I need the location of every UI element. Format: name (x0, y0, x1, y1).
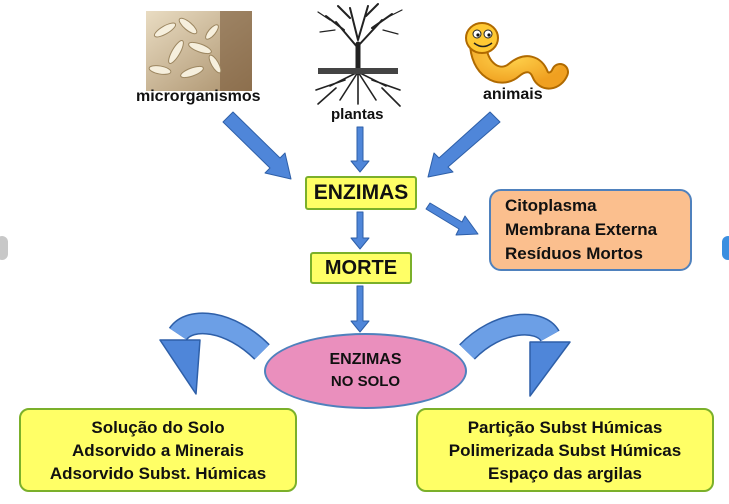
curved-arrow-right (459, 313, 571, 397)
right-line-1: Partição Subst Húmicas (467, 417, 663, 437)
node-morte-label: MORTE (324, 256, 398, 279)
humic-substances-box: Partição Subst Húmicas Polimerizada Subs… (416, 408, 714, 492)
node-enzimas-no-solo: ENZIMAS NO SOLO (264, 333, 467, 409)
label-plants: plantas (331, 106, 384, 123)
cell-line-2: Membrana Externa (505, 220, 658, 239)
worm-image (465, 22, 569, 90)
label-microorganisms: microrganismos (136, 88, 261, 105)
arrow-animals-to-enzimas (427, 111, 501, 178)
arrows (222, 111, 501, 333)
solo-line-1: ENZIMAS (329, 351, 402, 368)
cell-components-box: Citoplasma Membrana Externa Resíduos Mor… (489, 189, 692, 271)
edge-dot-right (722, 236, 729, 260)
microorganisms-image (146, 11, 252, 91)
right-line-2: Polimerizada Subst Húmicas (448, 440, 682, 460)
label-animals: animais (483, 86, 543, 103)
cell-line-3: Resíduos Mortos (505, 244, 643, 263)
curved-arrow-left (159, 312, 270, 395)
solo-line-2: NO SOLO (330, 373, 401, 390)
right-line-3: Espaço das argilas (487, 463, 643, 483)
edge-dot-left (0, 236, 8, 260)
node-morte: MORTE (310, 252, 412, 284)
soil-solution-box: Solução do Solo Adsorvido a Minerais Ads… (19, 408, 297, 492)
left-line-1: Solução do Solo (91, 417, 225, 437)
left-line-3: Adsorvido Subst. Húmicas (49, 463, 267, 483)
node-enzimas: ENZIMAS (305, 176, 417, 210)
arrow-morte-to-solo (350, 285, 370, 333)
arrow-microorganisms-to-enzimas (222, 111, 292, 180)
cell-line-1: Citoplasma (505, 196, 597, 215)
tree-image (315, 3, 403, 107)
arrow-plants-to-enzimas (350, 126, 370, 173)
arrow-enzimas-to-cell (425, 202, 479, 236)
node-enzimas-label: ENZIMAS (313, 181, 409, 204)
arrow-enzimas-to-morte (350, 211, 370, 250)
left-line-2: Adsorvido a Minerais (72, 440, 244, 460)
